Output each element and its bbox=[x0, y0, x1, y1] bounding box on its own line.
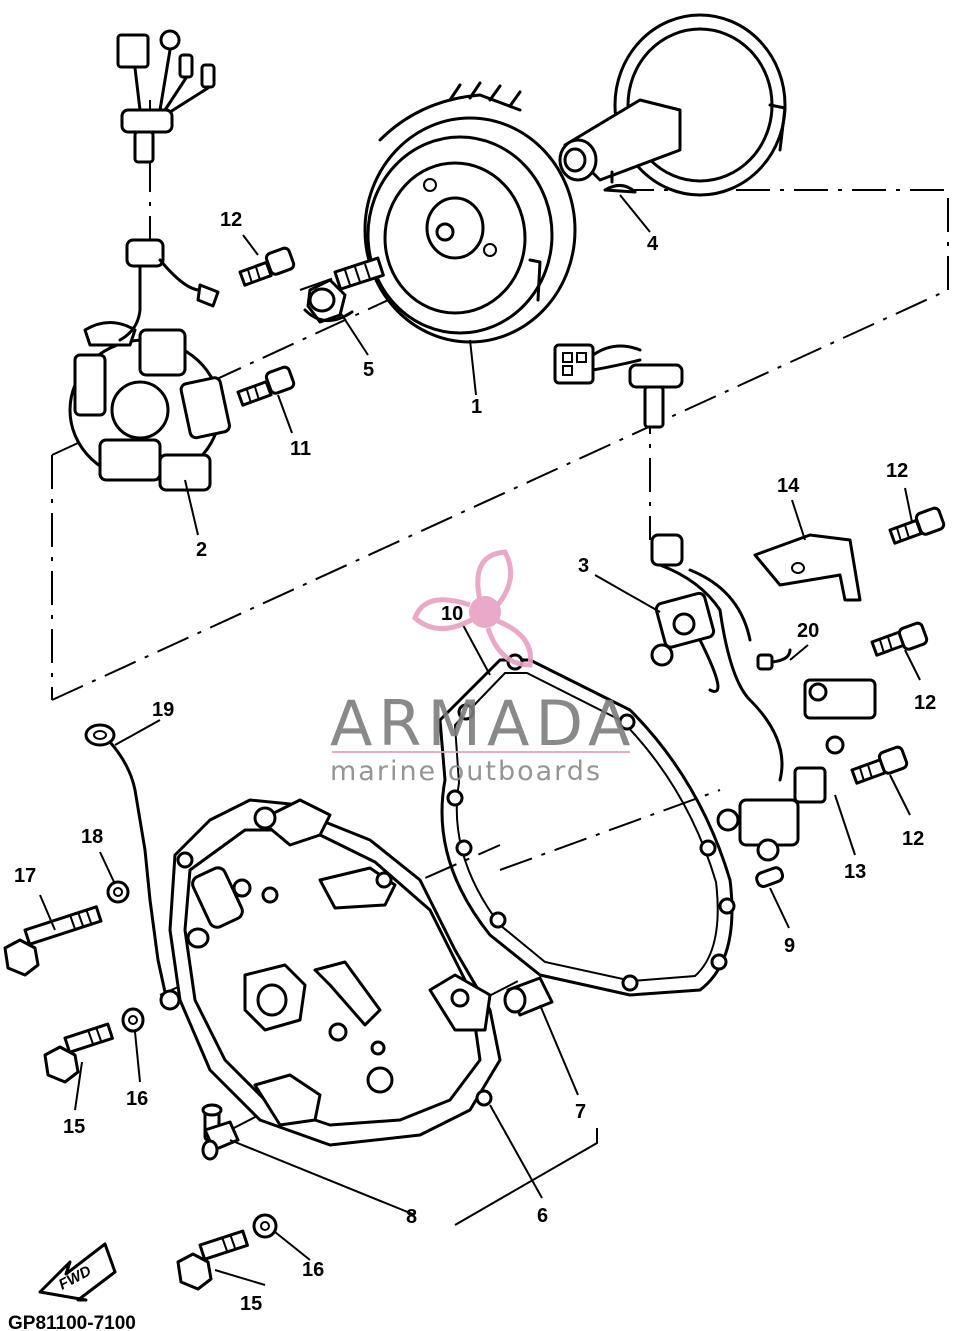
ground-lead bbox=[84, 723, 167, 994]
watermark: ARMADA marine outboards bbox=[330, 549, 636, 787]
callout-6: 6 bbox=[537, 1205, 548, 1227]
callout-9: 9 bbox=[784, 935, 795, 957]
callout-16-lower: 16 bbox=[302, 1259, 324, 1281]
callout-1: 1 bbox=[471, 396, 482, 418]
stator-assembly bbox=[68, 321, 231, 492]
woodruff-key bbox=[603, 170, 637, 194]
callout-2: 2 bbox=[196, 539, 207, 561]
callout-12-holder: 12 bbox=[886, 460, 908, 482]
callout-13: 13 bbox=[844, 861, 866, 883]
callout-15-lower: 15 bbox=[240, 1293, 262, 1315]
crankcase-cover bbox=[168, 798, 502, 1147]
callout-3: 3 bbox=[578, 555, 589, 577]
callout-14: 14 bbox=[777, 475, 800, 497]
dowel-pin bbox=[755, 866, 785, 888]
crankcase-gasket bbox=[438, 653, 736, 997]
pickup-coil bbox=[650, 591, 720, 693]
callout-16-upper: 16 bbox=[126, 1088, 148, 1110]
callout-4: 4 bbox=[647, 233, 659, 255]
propeller-logo-icon bbox=[412, 549, 534, 668]
flywheel-rotor bbox=[363, 81, 577, 344]
callout-10: 10 bbox=[441, 603, 463, 625]
leader-lines bbox=[39, 194, 921, 1286]
flywheel-bolt bbox=[303, 256, 385, 324]
callout-12-lower: 12 bbox=[902, 828, 924, 850]
callout-15-upper: 15 bbox=[63, 1116, 85, 1138]
callout-19: 19 bbox=[152, 699, 174, 721]
diagram-code: GP81100-7100 bbox=[8, 1313, 136, 1331]
callout-labels: 1 2 3 4 5 6 7 8 9 10 11 12 12 12 12 13 1… bbox=[14, 209, 936, 1315]
cover-fasteners bbox=[3, 880, 278, 1291]
callout-8: 8 bbox=[406, 1206, 417, 1228]
watermark-tagline: marine outboards bbox=[330, 756, 602, 787]
callout-5: 5 bbox=[363, 359, 374, 381]
lead-holder bbox=[753, 506, 946, 602]
crankshaft-hub bbox=[558, 13, 787, 197]
callout-20: 20 bbox=[797, 620, 819, 642]
callout-12-switch: 12 bbox=[914, 692, 936, 714]
fwd-arrow: FWD bbox=[38, 1242, 117, 1302]
callout-7: 7 bbox=[575, 1101, 586, 1123]
callout-17: 17 bbox=[14, 865, 36, 887]
callout-12-stator: 12 bbox=[220, 209, 242, 231]
stator-screws bbox=[236, 246, 296, 407]
stator-wire-harness bbox=[116, 29, 220, 342]
callout-11: 11 bbox=[290, 438, 311, 460]
neutral-switch bbox=[716, 621, 929, 862]
callout-18: 18 bbox=[81, 826, 103, 848]
breather-fitting bbox=[201, 1103, 240, 1161]
pickup-harness bbox=[553, 343, 784, 782]
watermark-brand: ARMADA bbox=[330, 687, 636, 760]
